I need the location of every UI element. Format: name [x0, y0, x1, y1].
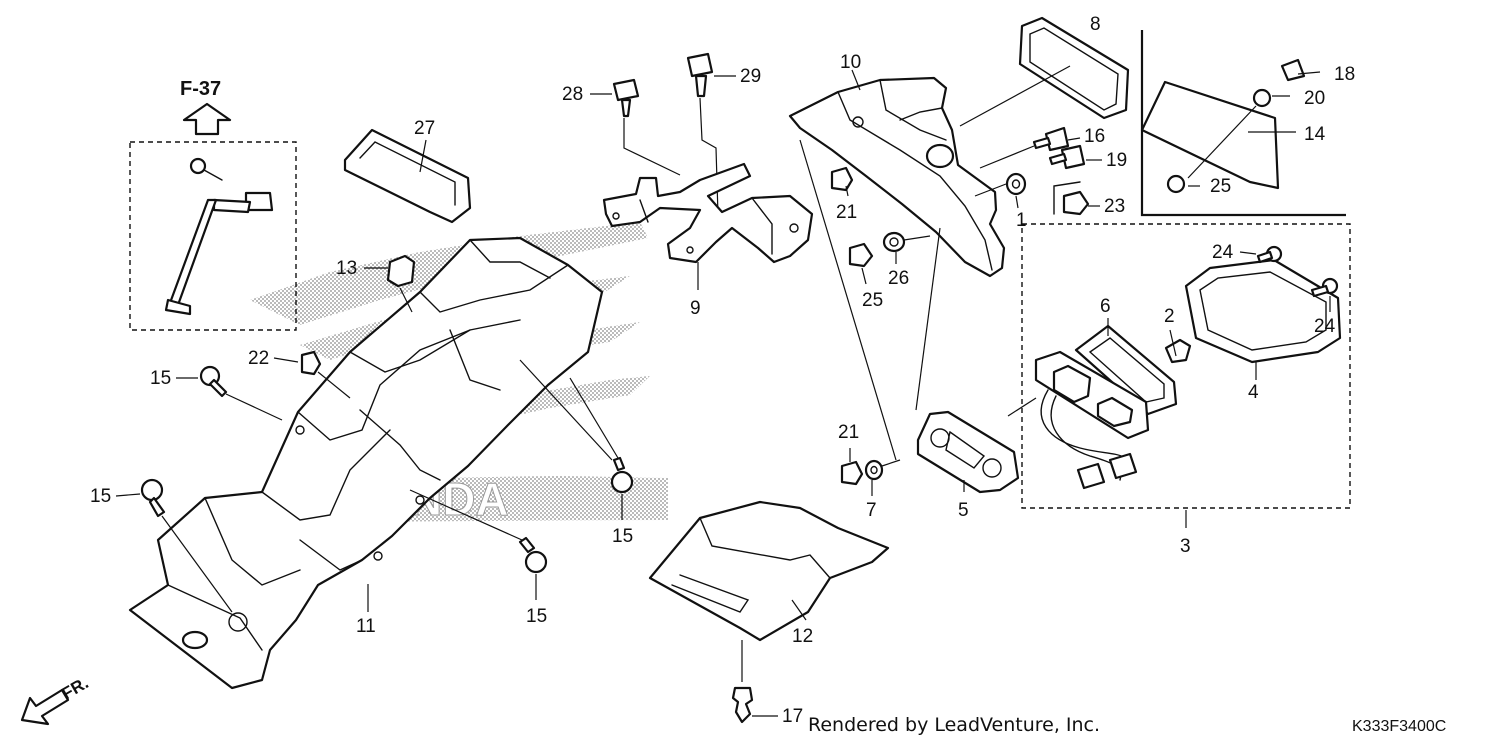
callout-leaders [115, 75, 1331, 717]
bolt-part-16 [979, 126, 1070, 169]
washer-part-1 [974, 172, 1027, 197]
callout-15-c: 15 [612, 526, 633, 547]
callout-6: 6 [1100, 296, 1111, 317]
taillight-dashed-frame [1021, 223, 1351, 509]
nut-part-25-inset [1166, 174, 1186, 194]
callout-15-b: 15 [90, 486, 111, 507]
front-direction-arrow: FR. [20, 673, 92, 726]
callout-8: 8 [1090, 14, 1101, 35]
screw-part-24-top [1256, 245, 1283, 264]
washer-part-7 [864, 459, 901, 481]
callout-25-b: 25 [1210, 176, 1231, 197]
bolt-part-18 [1280, 58, 1306, 82]
bolt-part-29 [686, 52, 719, 216]
taillight-housing-part-3 [1034, 350, 1187, 528]
bolt-part-19 [1048, 144, 1086, 170]
callout-21-b: 21 [838, 422, 859, 443]
bolt-part-15-left-bottom [140, 478, 233, 613]
callout-25-a: 25 [862, 290, 883, 311]
f37-label: F-37 [180, 78, 221, 100]
callout-7: 7 [866, 500, 877, 521]
callout-10: 10 [840, 52, 861, 73]
callout-3: 3 [1180, 536, 1191, 557]
callout-1: 1 [1016, 210, 1027, 231]
nut-part-21-upper [830, 166, 854, 192]
callout-24-b: 24 [1314, 316, 1336, 337]
callout-23: 23 [1104, 196, 1125, 217]
reflector-part-8 [959, 16, 1130, 127]
washer-part-20 [1252, 88, 1272, 108]
callout-14: 14 [1304, 124, 1326, 145]
license-plate-inset [1140, 30, 1346, 217]
bolt-icon [189, 157, 207, 175]
footer-credit: Rendered by LeadVenture, Inc. [808, 714, 1100, 736]
callout-labels: 1 2 3 4 5 6 7 8 9 10 11 12 13 14 15 15 1… [90, 14, 1355, 727]
callout-19: 19 [1106, 150, 1127, 171]
nut-part-23 [1053, 181, 1090, 216]
clip-part-13 [386, 254, 416, 313]
washer-part-26 [882, 231, 931, 253]
lower-cover-part-12 [648, 500, 890, 682]
diagram-code: K333F3400C [1352, 718, 1446, 735]
nut-part-21-lower [840, 460, 864, 486]
callout-13: 13 [336, 258, 357, 279]
nut-part-22 [300, 350, 351, 399]
rear-fender-part-11 [128, 236, 604, 690]
callout-11: 11 [356, 616, 376, 637]
callout-24-a: 24 [1212, 242, 1234, 263]
callout-20: 20 [1304, 88, 1325, 109]
bolt-part-15-center [409, 489, 548, 574]
clip-pin-part-17 [731, 686, 754, 724]
bolt-part-15-right [519, 359, 634, 494]
nut-part-25-left [848, 242, 874, 268]
callout-21-a: 21 [836, 202, 857, 223]
callout-26: 26 [888, 268, 909, 289]
bracket-part-9 [602, 162, 814, 290]
bolt-part-15-left-top [199, 365, 283, 421]
license-bracket-part-10 [788, 69, 1006, 461]
screw-part-24-right [1310, 277, 1339, 298]
arrow-down-left-icon [20, 688, 70, 726]
callout-22: 22 [248, 348, 269, 369]
plate-part-5 [916, 397, 1037, 494]
taillight-lens-part-4 [1184, 258, 1342, 380]
bolt-part-28 [612, 78, 681, 176]
f37-reference: F-37 [129, 78, 297, 331]
bracket-stay-part [164, 157, 274, 316]
callout-18: 18 [1334, 64, 1355, 85]
callout-15-a: 15 [150, 368, 171, 389]
callout-17: 17 [782, 706, 803, 727]
rubber-strap-part-27 [343, 128, 472, 224]
f37-dashed-frame [129, 141, 297, 331]
up-arrow-icon [182, 102, 232, 136]
callout-29: 29 [740, 66, 761, 87]
callout-12: 12 [792, 626, 813, 647]
callout-5: 5 [958, 500, 969, 521]
callout-15-d: 15 [526, 606, 547, 627]
callout-2: 2 [1164, 306, 1175, 327]
bulb-part-2 [1164, 338, 1192, 364]
callout-27: 27 [414, 118, 435, 139]
callout-9: 9 [690, 298, 701, 319]
callout-28: 28 [562, 84, 583, 105]
callout-16: 16 [1084, 126, 1105, 147]
callout-4: 4 [1248, 382, 1259, 403]
